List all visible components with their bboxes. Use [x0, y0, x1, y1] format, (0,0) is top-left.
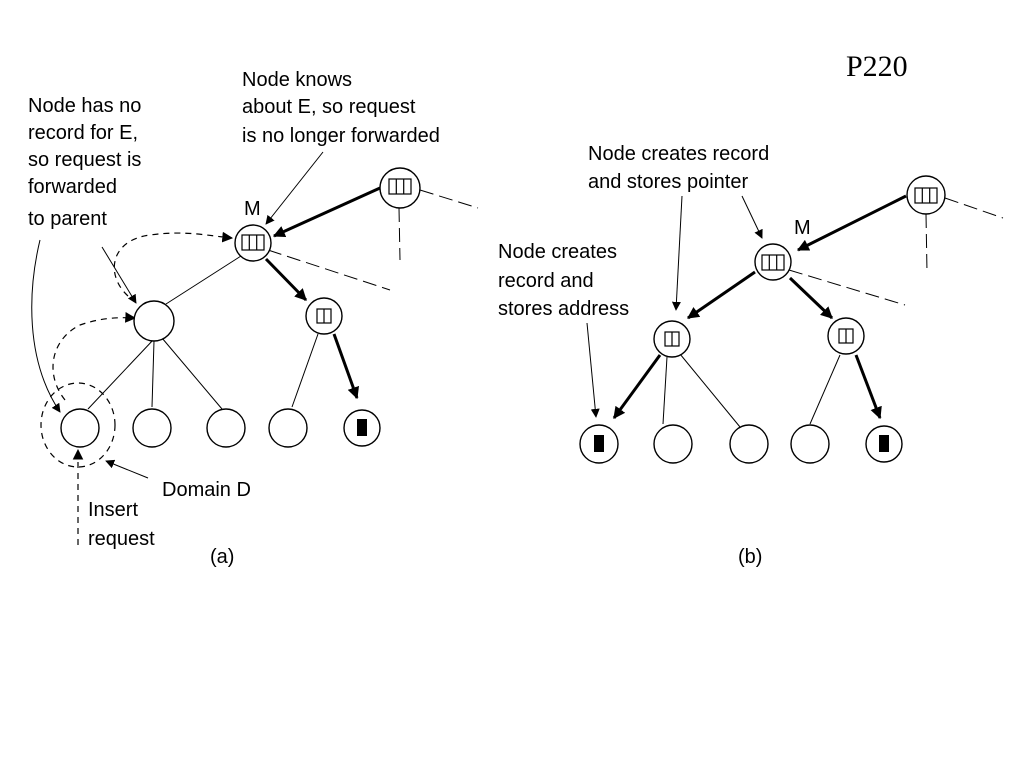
- node-mid-right-a: [305, 297, 343, 335]
- node-parent-a: [133, 300, 175, 342]
- node-label-m-b: M: [794, 217, 811, 239]
- tree-nodes-b: [579, 175, 946, 464]
- node-leaf-4-b: [790, 424, 830, 464]
- callout-knows: Node knows about E, so request is no lon…: [242, 69, 440, 147]
- node-leaf-4-a: [268, 408, 308, 448]
- domain-label: Domain D: [162, 479, 251, 501]
- node-leaf-5-a: [343, 409, 381, 447]
- callout-pointer: Node creates record and stores pointer: [588, 143, 775, 193]
- tree-nodes-a: [60, 167, 421, 448]
- node-m-b: [754, 243, 792, 281]
- callout-lines-a: [31, 151, 324, 479]
- bold-arrows-a: [264, 186, 381, 400]
- node-leaf-2-a: [132, 408, 172, 448]
- node-top-right-a: [379, 167, 421, 209]
- callout-lines-b: [586, 195, 763, 418]
- callout-no-record: Node has no record for E, so request is …: [28, 95, 147, 230]
- panel-b: M Node creates record and stores pointer…: [498, 143, 1004, 568]
- page-number: P220: [846, 50, 908, 83]
- node-leaf-1-a: [60, 408, 100, 448]
- node-mid-left-b: [653, 320, 691, 358]
- node-leaf-3-a: [206, 408, 246, 448]
- node-leaf-2-b: [653, 424, 693, 464]
- panel-a: M Node has no record for E, so request i…: [28, 69, 479, 568]
- bold-arrows-b: [612, 194, 907, 420]
- insert-request-label: Insert request: [88, 499, 155, 550]
- caption-a: (a): [210, 546, 234, 568]
- node-mid-right-b: [827, 317, 865, 355]
- callout-address: Node creates record and stores address: [498, 241, 629, 320]
- node-m-a: [234, 224, 272, 262]
- node-top-right-b: [906, 175, 946, 215]
- tree-edges-a: [87, 189, 479, 410]
- dashed-arrows-a: [40, 231, 234, 545]
- caption-b: (b): [738, 546, 762, 568]
- node-label-m-a: M: [244, 198, 261, 220]
- node-leaf-1-b: [579, 424, 619, 464]
- node-leaf-3-b: [729, 424, 769, 464]
- tree-edges-b: [662, 197, 1004, 428]
- node-leaf-5-b: [865, 425, 903, 463]
